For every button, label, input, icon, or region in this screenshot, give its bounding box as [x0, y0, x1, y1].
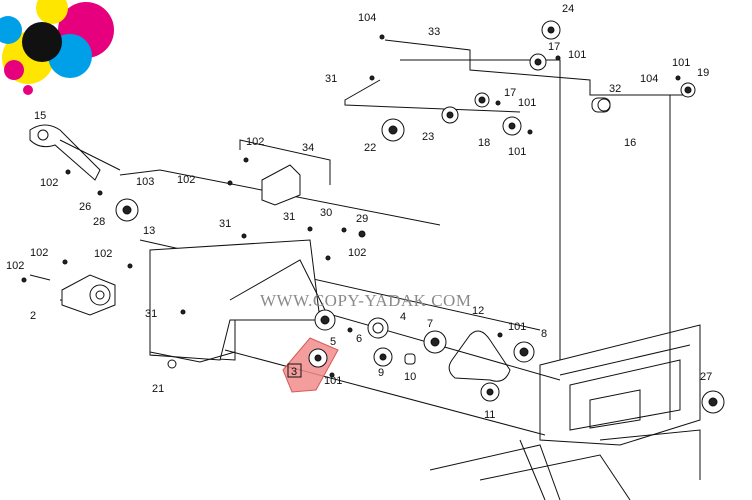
part-13-frame [149, 239, 331, 361]
callout-102: 102 [30, 247, 48, 259]
belt-12 [448, 330, 511, 382]
callout-101: 101 [508, 321, 526, 333]
part-2-motor [61, 274, 116, 316]
callout-102: 102 [94, 248, 112, 260]
callout-102: 102 [40, 177, 58, 189]
callout-29: 29 [356, 213, 368, 225]
callout-26: 26 [79, 201, 91, 213]
gear-17b [474, 92, 490, 108]
callout-6: 6 [356, 333, 362, 345]
gear-11 [480, 382, 500, 402]
part-21-plate [149, 351, 236, 369]
callout-101: 101 [518, 97, 536, 109]
gear-18 [502, 116, 522, 136]
callout-labels: 104 33 24 17 101 31 101 104 19 17 101 32… [6, 3, 712, 421]
callout-101: 101 [568, 49, 586, 61]
callout-31: 31 [145, 308, 157, 320]
callout-12: 12 [472, 305, 484, 317]
callout-13: 13 [143, 225, 155, 237]
callout-17: 17 [548, 41, 560, 53]
callout-9: 9 [378, 367, 384, 379]
callout-10: 10 [404, 371, 416, 383]
callout-101: 101 [508, 146, 526, 158]
gear-17a [529, 53, 547, 71]
gear-28 [115, 198, 139, 222]
logo-dot-magenta [23, 85, 33, 95]
part-15-lever [29, 124, 121, 181]
gear-24 [541, 20, 561, 40]
bearing-32 [591, 97, 611, 113]
callout-101: 101 [324, 375, 342, 387]
gear-9 [373, 347, 393, 367]
gear-19 [680, 82, 696, 98]
callout-104: 104 [358, 12, 376, 24]
highlight-label: 3 [291, 366, 297, 378]
watermark: WWW.COPY-YADAK.COM [260, 291, 471, 310]
gear-3-hub [314, 354, 322, 362]
machine-frame [429, 324, 701, 500]
callout-7: 7 [427, 318, 433, 330]
highlighted-part-3[interactable]: 3 [282, 337, 339, 393]
callout-27: 27 [700, 371, 712, 383]
callout-102: 102 [348, 247, 366, 259]
callout-104: 104 [640, 73, 658, 85]
callout-22: 22 [364, 142, 376, 154]
highlight-label-box [287, 363, 302, 378]
gear-23 [441, 106, 459, 124]
logo-circle-cyan-small [0, 16, 22, 44]
callout-4: 4 [400, 311, 406, 323]
callout-5: 5 [330, 336, 336, 348]
guide-lines [29, 39, 690, 436]
callout-103: 103 [136, 176, 154, 188]
callout-31: 31 [325, 73, 337, 85]
callout-33: 33 [428, 26, 440, 38]
callout-31: 31 [219, 218, 231, 230]
logo-circle-magenta-small [4, 60, 24, 80]
callout-21: 21 [152, 383, 164, 395]
callout-34: 34 [302, 142, 314, 154]
callout-28: 28 [93, 216, 105, 228]
gear-27 [701, 390, 725, 414]
part-34-bracket [261, 164, 301, 206]
callout-24: 24 [562, 3, 574, 15]
callout-30: 30 [320, 207, 332, 219]
callout-16: 16 [624, 137, 636, 149]
logo-circle-yellow-small [36, 0, 68, 24]
callout-15: 15 [34, 110, 46, 122]
screws [21, 34, 681, 378]
callout-102: 102 [177, 174, 195, 186]
callout-102: 102 [6, 260, 24, 272]
gear-8 [513, 341, 535, 363]
callout-2: 2 [30, 310, 36, 322]
callout-32: 32 [609, 83, 621, 95]
callout-8: 8 [541, 328, 547, 340]
callout-19: 19 [697, 67, 709, 79]
gear-22 [381, 118, 405, 142]
callout-31: 31 [283, 211, 295, 223]
callout-102: 102 [246, 136, 264, 148]
callout-23: 23 [422, 131, 434, 143]
gear-5 [314, 309, 336, 331]
callout-11: 11 [484, 409, 495, 421]
callout-101: 101 [672, 57, 690, 69]
gear-7 [423, 330, 447, 354]
gear-4 [367, 317, 389, 339]
callout-17: 17 [504, 87, 516, 99]
brand-logo [0, 0, 114, 95]
logo-circle-black [22, 22, 62, 62]
bushing-10 [404, 353, 416, 365]
callout-18: 18 [478, 137, 490, 149]
